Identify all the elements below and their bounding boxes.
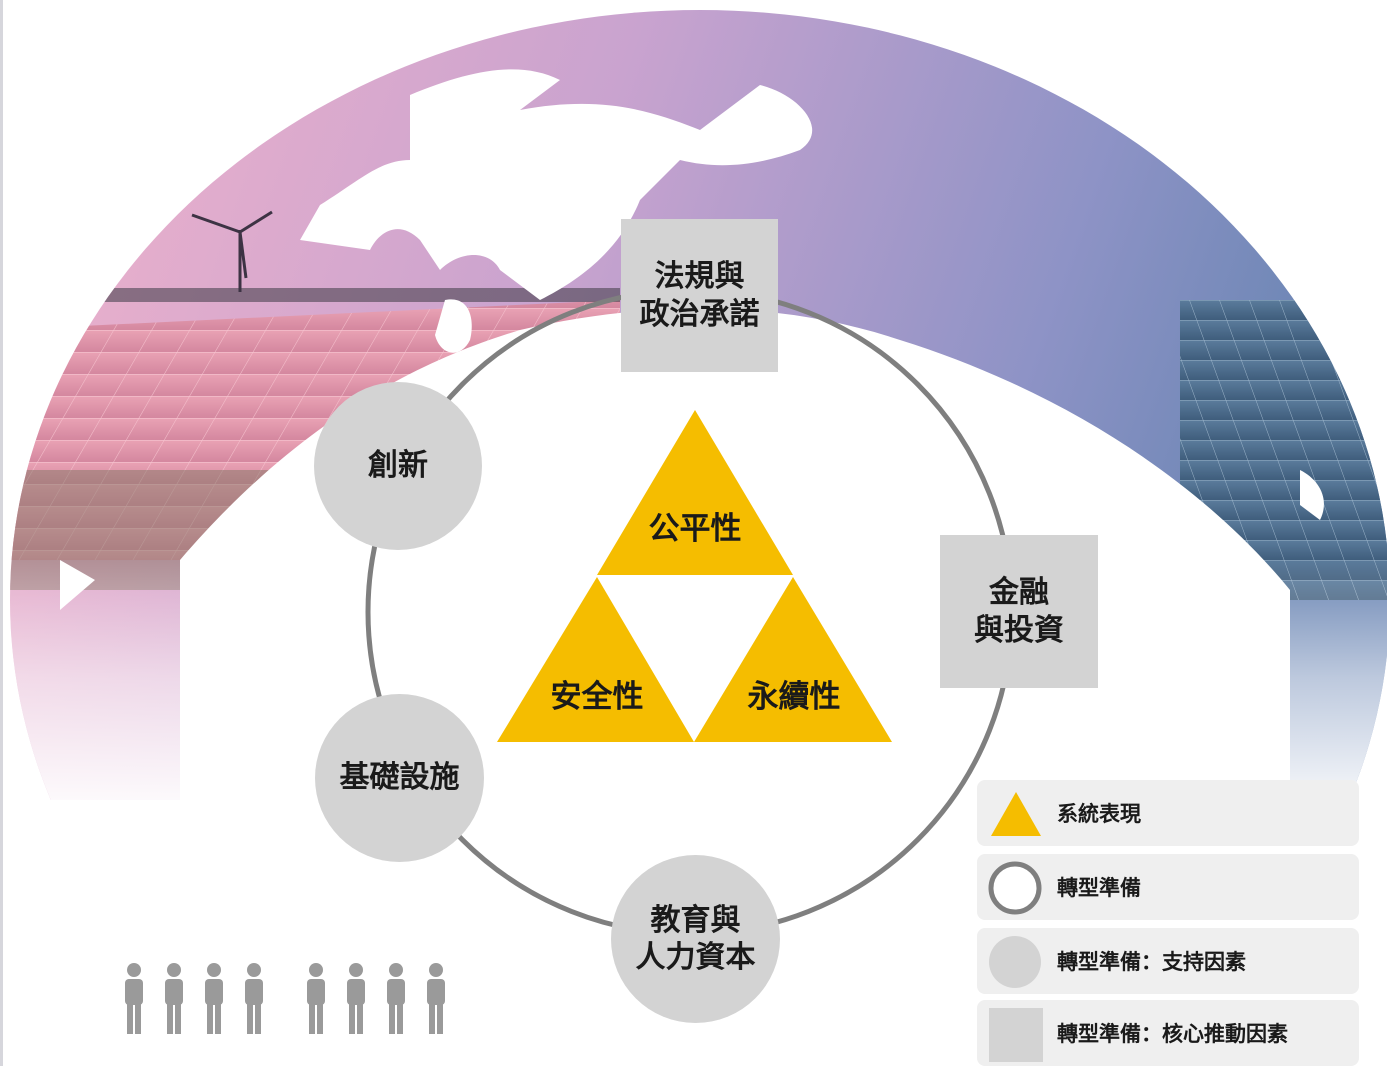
person-icon xyxy=(245,963,263,1034)
legend-label: 轉型準備：支持因素 xyxy=(1057,950,1246,974)
ring-icon xyxy=(988,861,1042,915)
page-edge xyxy=(0,0,3,1066)
person-icon xyxy=(427,963,445,1034)
node-infrastructure: 基礎設施 xyxy=(315,694,484,862)
legend-item-core-enablers: 轉型準備：核心推動因素 xyxy=(977,1000,1359,1066)
person-icon xyxy=(387,963,405,1034)
person-icon xyxy=(347,963,365,1034)
people-icons xyxy=(125,963,445,1034)
node-regulation-political-commitment: 法規與 政治承諾 xyxy=(621,219,778,372)
legend-item-supporting-factors: 轉型準備：支持因素 xyxy=(977,928,1359,994)
triangle-bottom-right xyxy=(694,577,892,742)
triangle-label-equity: 公平性 xyxy=(648,511,742,547)
square-icon xyxy=(989,1008,1043,1062)
triangle-bottom-left xyxy=(497,577,694,742)
legend-item-transition-readiness: 轉型準備 xyxy=(977,854,1359,920)
triangle-top xyxy=(597,410,793,575)
node-innovation: 創新 xyxy=(314,382,482,550)
person-icon xyxy=(307,963,325,1034)
triangle-label-sustainability: 永續性 xyxy=(747,679,841,715)
legend-label: 轉型準備 xyxy=(1057,876,1141,900)
legend-label: 轉型準備：核心推動因素 xyxy=(1057,1022,1288,1046)
legend-item-system-performance: 系統表現 xyxy=(977,780,1359,846)
circle-icon xyxy=(989,936,1041,988)
triangle-label-security: 安全性 xyxy=(550,679,644,715)
person-icon xyxy=(205,963,223,1034)
person-icon xyxy=(125,963,143,1034)
node-education-human-capital: 教育與 人力資本 xyxy=(611,855,780,1023)
node-finance-investment: 金融 與投資 xyxy=(940,535,1098,688)
legend-label: 系統表現 xyxy=(1057,802,1141,826)
person-icon xyxy=(165,963,183,1034)
triangle-icon xyxy=(991,792,1041,836)
